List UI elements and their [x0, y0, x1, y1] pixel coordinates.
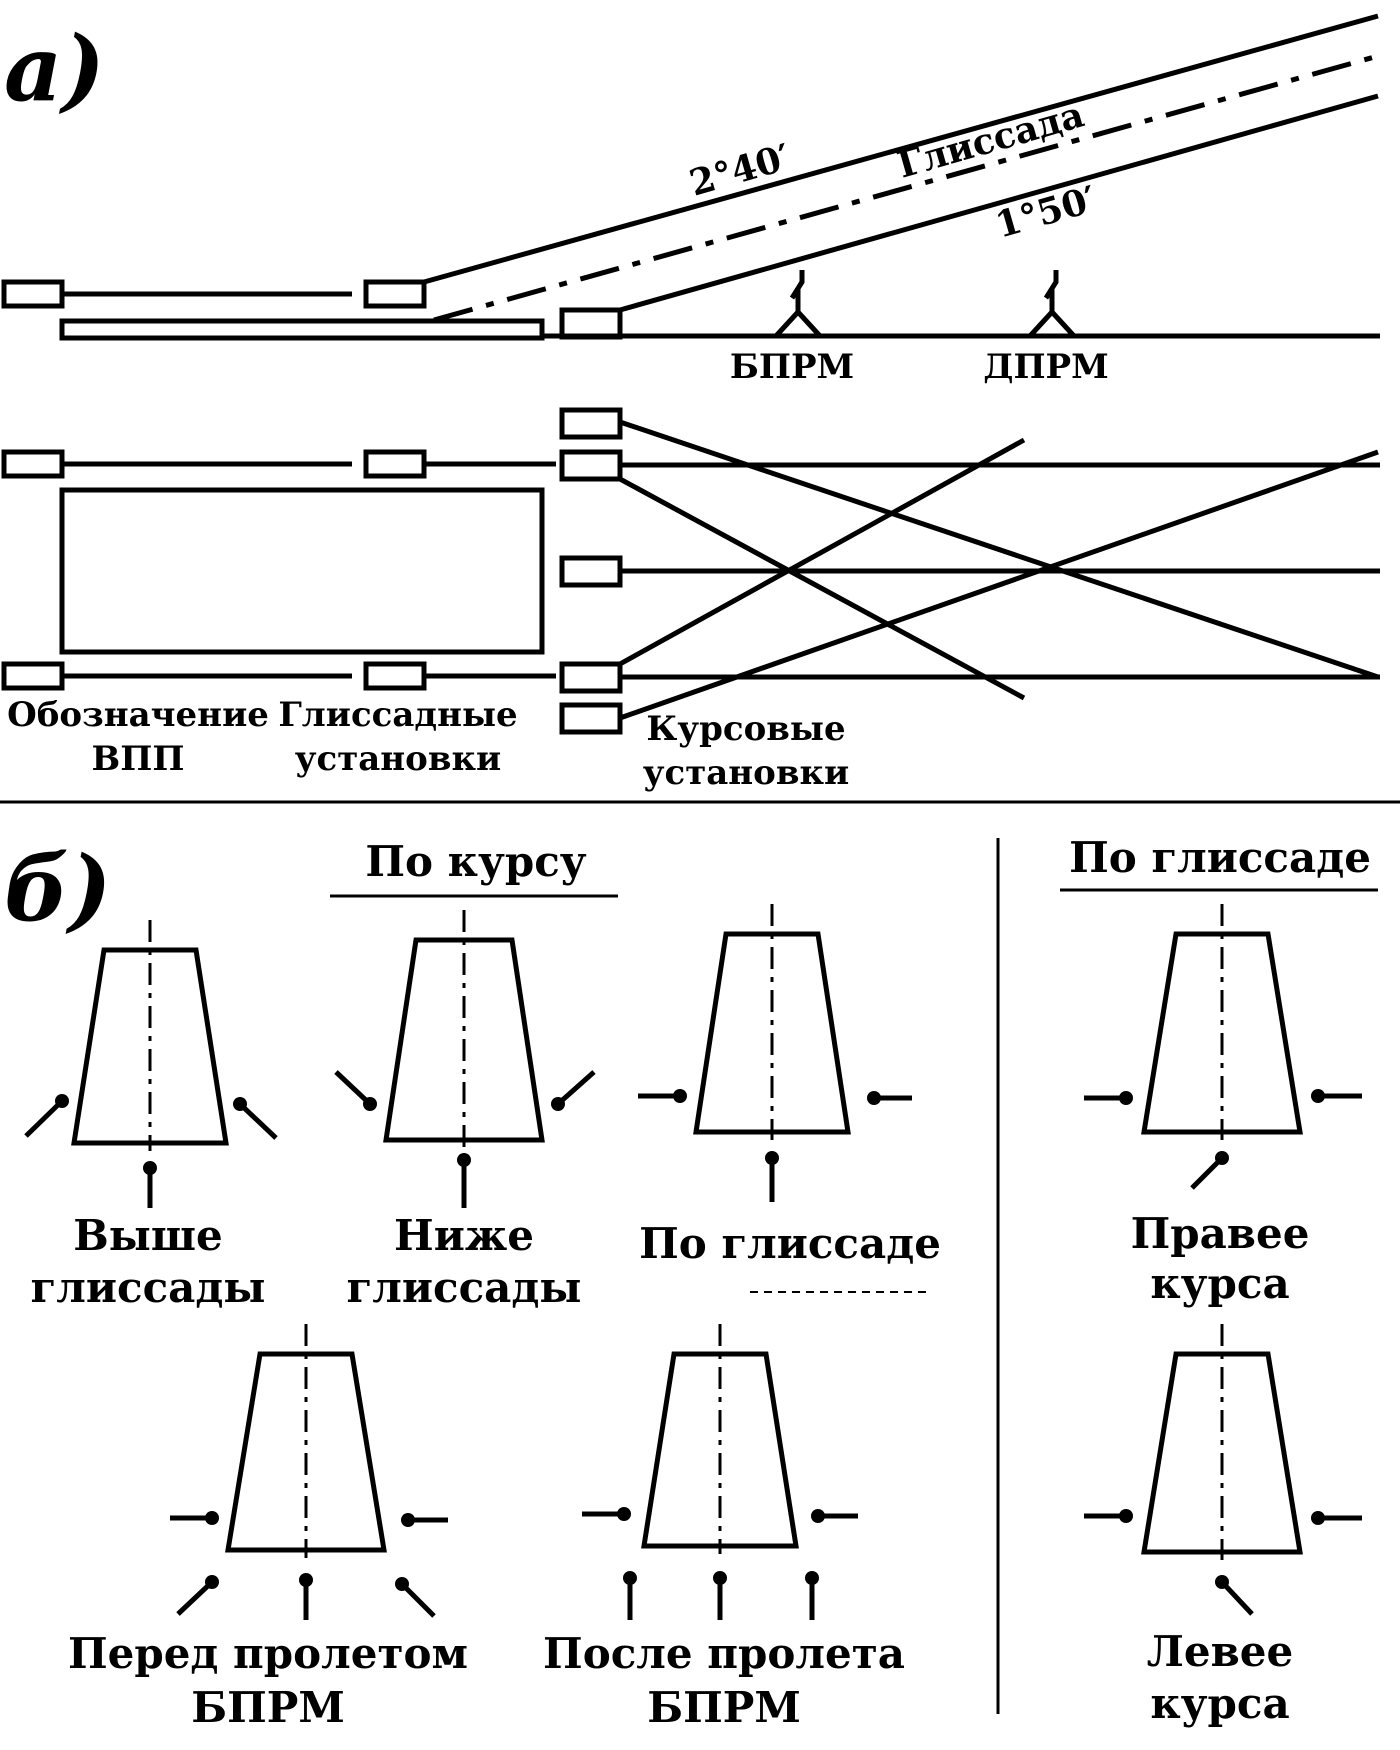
glide-path-label: Глиссада [893, 94, 1089, 187]
indicator-needle [334, 1070, 372, 1106]
dprm-label: ДПРМ [983, 347, 1109, 387]
above-glide-label: глиссады [31, 1263, 266, 1312]
by-course-heading: По курсу [365, 837, 586, 886]
bprm-label: БПРМ [730, 347, 854, 387]
after-bprm-label: После пролета [543, 1629, 905, 1678]
left-of-course-label: Левее [1147, 1627, 1294, 1676]
indicator-trapezoid [225, 1351, 387, 1553]
glide-unit-light [363, 449, 427, 479]
runway-designation-label: ВПП [92, 739, 185, 779]
indicator-needle [556, 1070, 596, 1106]
right-of-course-label: Правее [1131, 1209, 1310, 1258]
indicator-dot [765, 1151, 779, 1165]
glide-upper-boundary [423, 13, 1379, 285]
glide-unit-light [363, 661, 427, 691]
indicator-dot [673, 1089, 687, 1103]
before-bprm-label: БПРМ [191, 1683, 345, 1732]
runway-marker-light [1, 279, 65, 309]
indicator-dot [363, 1097, 377, 1111]
indicator-dot [1119, 1509, 1133, 1523]
by-glide-heading: По глиссаде [1069, 833, 1371, 882]
runway-designation-label: Обозначение [7, 695, 269, 735]
course-beam [619, 449, 1379, 721]
indicator-dot [805, 1571, 819, 1585]
indicator-dot [1119, 1091, 1133, 1105]
glide-unit-light [363, 279, 427, 309]
bprm-antenna-icon [774, 270, 822, 338]
on-glide-label: По глиссаде [639, 1219, 941, 1268]
runway-marker-light [1, 449, 65, 479]
course-beam [619, 419, 1379, 680]
indicator-dot [299, 1573, 313, 1587]
indicator-dot [55, 1094, 69, 1108]
indicator-dot [205, 1575, 219, 1589]
indicator-dot [143, 1161, 157, 1175]
left-of-course-label: курса [1150, 1679, 1289, 1728]
indicator-needle [24, 1099, 64, 1138]
course-units-label: установки [643, 753, 850, 793]
glide-units-label: Глиссадные [278, 695, 517, 735]
course-unit-light [559, 407, 623, 440]
course-unit-light [559, 702, 623, 735]
indicator-dot [867, 1091, 881, 1105]
runway-side [59, 318, 545, 341]
section-a-plan-view [1, 407, 1380, 735]
right-of-course-label: курса [1150, 1259, 1289, 1308]
glide-lower-boundary [619, 93, 1379, 313]
course-unit-light [559, 449, 623, 482]
indicator-dot [457, 1153, 471, 1167]
course-unit-light [559, 555, 623, 588]
below-glide-label: глиссады [347, 1263, 582, 1312]
indicator-dot [623, 1571, 637, 1585]
indicator-needle [400, 1582, 436, 1618]
indicator-trapezoid [71, 947, 229, 1146]
indicator-dot [1311, 1511, 1325, 1525]
section-a-side-view [1, 13, 1380, 341]
indicator-dot [811, 1509, 825, 1523]
indicator-dot [395, 1577, 409, 1591]
runway-plan [59, 487, 545, 655]
indicator-dot [1215, 1575, 1229, 1589]
indicator-needle [1190, 1156, 1224, 1190]
glide-units-label: установки [295, 739, 502, 779]
above-glide-label: Выше [73, 1211, 222, 1260]
indicator-dot [617, 1507, 631, 1521]
runway-marker-light [1, 661, 65, 691]
indicator-dot [1215, 1151, 1229, 1165]
indicator-dot [205, 1511, 219, 1525]
indicator-dot [713, 1571, 727, 1585]
after-bprm-label: БПРМ [647, 1683, 801, 1732]
course-beam [618, 476, 1026, 701]
course-unit-light [559, 307, 623, 340]
indicator-dot [1311, 1089, 1325, 1103]
indicator-needle [1220, 1580, 1254, 1616]
below-glide-label: Ниже [394, 1211, 534, 1260]
dprm-antenna-icon [1028, 270, 1076, 338]
indicator-needle [176, 1580, 214, 1616]
indicator-dot [233, 1097, 247, 1111]
course-units-label: Курсовые [646, 709, 845, 749]
indicator-needle [238, 1102, 278, 1140]
indicator-dot [401, 1513, 415, 1527]
section-a-letter: а) [4, 16, 105, 122]
section-b-letter: б) [4, 836, 112, 942]
before-bprm-label: Перед пролетом [68, 1629, 468, 1678]
course-beam [618, 437, 1026, 667]
indicator-trapezoid [641, 1351, 799, 1549]
indicator-group [24, 904, 1362, 1620]
indicator-dot [551, 1097, 565, 1111]
glide-path-line [433, 53, 1379, 323]
course-unit-light [559, 661, 623, 694]
